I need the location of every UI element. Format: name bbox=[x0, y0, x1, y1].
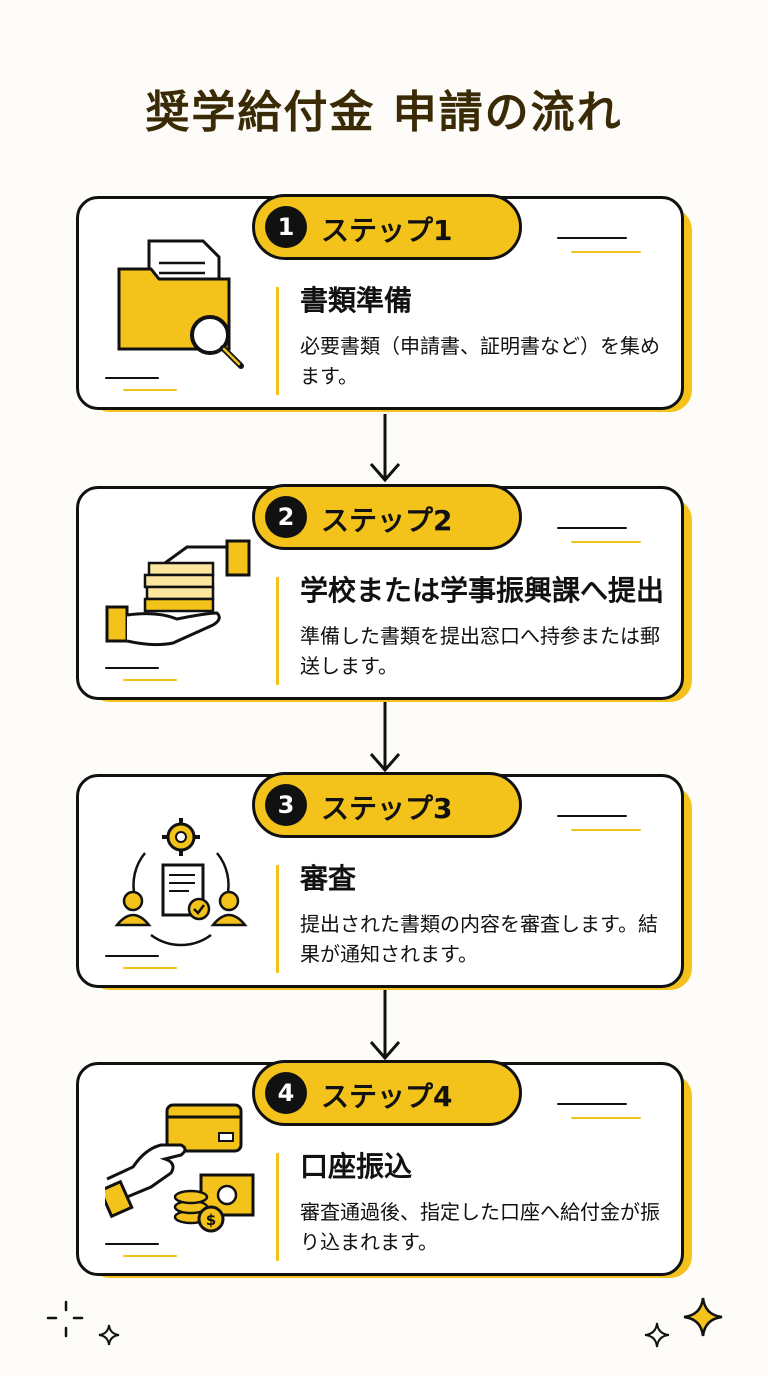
step-label: ステップ2 bbox=[321, 504, 453, 537]
deco-line bbox=[123, 389, 177, 391]
step-description: 準備した書類を提出窓口へ持参または郵送します。 bbox=[300, 624, 660, 678]
step-label: ステップ4 bbox=[321, 1080, 453, 1113]
step-badge: 4 ステップ4 bbox=[252, 1060, 522, 1126]
deco-line bbox=[571, 829, 641, 831]
step-badge: 2 ステップ2 bbox=[252, 484, 522, 550]
deco-line bbox=[123, 1255, 177, 1257]
step-heading: 書類準備 bbox=[300, 284, 413, 317]
sparkle-icon bbox=[683, 1297, 723, 1337]
deco-line bbox=[105, 377, 159, 379]
deco-line bbox=[557, 237, 627, 239]
step-label: ステップ3 bbox=[321, 792, 453, 825]
deco-line bbox=[123, 679, 177, 681]
page-title: 奨学給付金 申請の流れ bbox=[145, 87, 623, 138]
step-heading: 学校または学事振興課へ提出 bbox=[300, 574, 665, 607]
divider bbox=[276, 865, 279, 973]
step-label: ステップ1 bbox=[321, 214, 453, 247]
step-heading: 口座振込 bbox=[300, 1150, 413, 1183]
deco-line bbox=[105, 667, 159, 669]
arrow-down-icon bbox=[369, 702, 401, 773]
deco-line bbox=[557, 527, 627, 529]
step-4: $ 口座振込 審査通過後、指定した口座へ給付金が振り込まれます。 4 ステップ4 bbox=[76, 1060, 692, 1280]
arrow-down-icon bbox=[369, 990, 401, 1061]
step-1: 書類準備 必要書類（申請書、証明書など）を集めます。 1 ステップ1 bbox=[76, 194, 692, 414]
deco-line bbox=[557, 815, 627, 817]
sparkle-icon bbox=[644, 1322, 670, 1348]
step-description: 必要書類（申請書、証明書など）を集めます。 bbox=[300, 334, 660, 388]
deco-line bbox=[571, 251, 641, 253]
step-description: 提出された書類の内容を審査します。結果が通知されます。 bbox=[300, 912, 658, 966]
divider bbox=[276, 287, 279, 395]
step-badge: 1 ステップ1 bbox=[252, 194, 522, 260]
sparkle-icon bbox=[98, 1324, 120, 1346]
step-description: 審査通過後、指定した口座へ給付金が振り込まれます。 bbox=[300, 1200, 660, 1254]
step-number: 4 bbox=[265, 1072, 307, 1114]
deco-line bbox=[123, 967, 177, 969]
step-2: 学校または学事振興課へ提出 準備した書類を提出窓口へ持参または郵送します。 2 … bbox=[76, 484, 692, 704]
review-cycle-icon bbox=[114, 818, 248, 947]
step-number: 1 bbox=[265, 206, 307, 248]
deco-line bbox=[557, 1103, 627, 1105]
step-number: 3 bbox=[265, 784, 307, 826]
card-money-icon: $ bbox=[105, 1103, 255, 1233]
step-3: 審査 提出された書類の内容を審査します。結果が通知されます。 3 ステップ3 bbox=[76, 772, 692, 992]
deco-line bbox=[105, 955, 159, 957]
step-badge: 3 ステップ3 bbox=[252, 772, 522, 838]
svg-text:$: $ bbox=[206, 1211, 216, 1229]
hand-documents-icon bbox=[105, 539, 251, 647]
divider bbox=[276, 577, 279, 685]
step-number: 2 bbox=[265, 496, 307, 538]
step-heading: 審査 bbox=[300, 862, 357, 895]
arrow-down-icon bbox=[369, 414, 401, 483]
divider bbox=[276, 1153, 279, 1261]
sparkle-lines-icon bbox=[46, 1300, 84, 1338]
deco-line bbox=[105, 1243, 159, 1245]
deco-line bbox=[571, 1117, 641, 1119]
deco-line bbox=[571, 541, 641, 543]
folder-magnifier-icon bbox=[117, 239, 244, 369]
